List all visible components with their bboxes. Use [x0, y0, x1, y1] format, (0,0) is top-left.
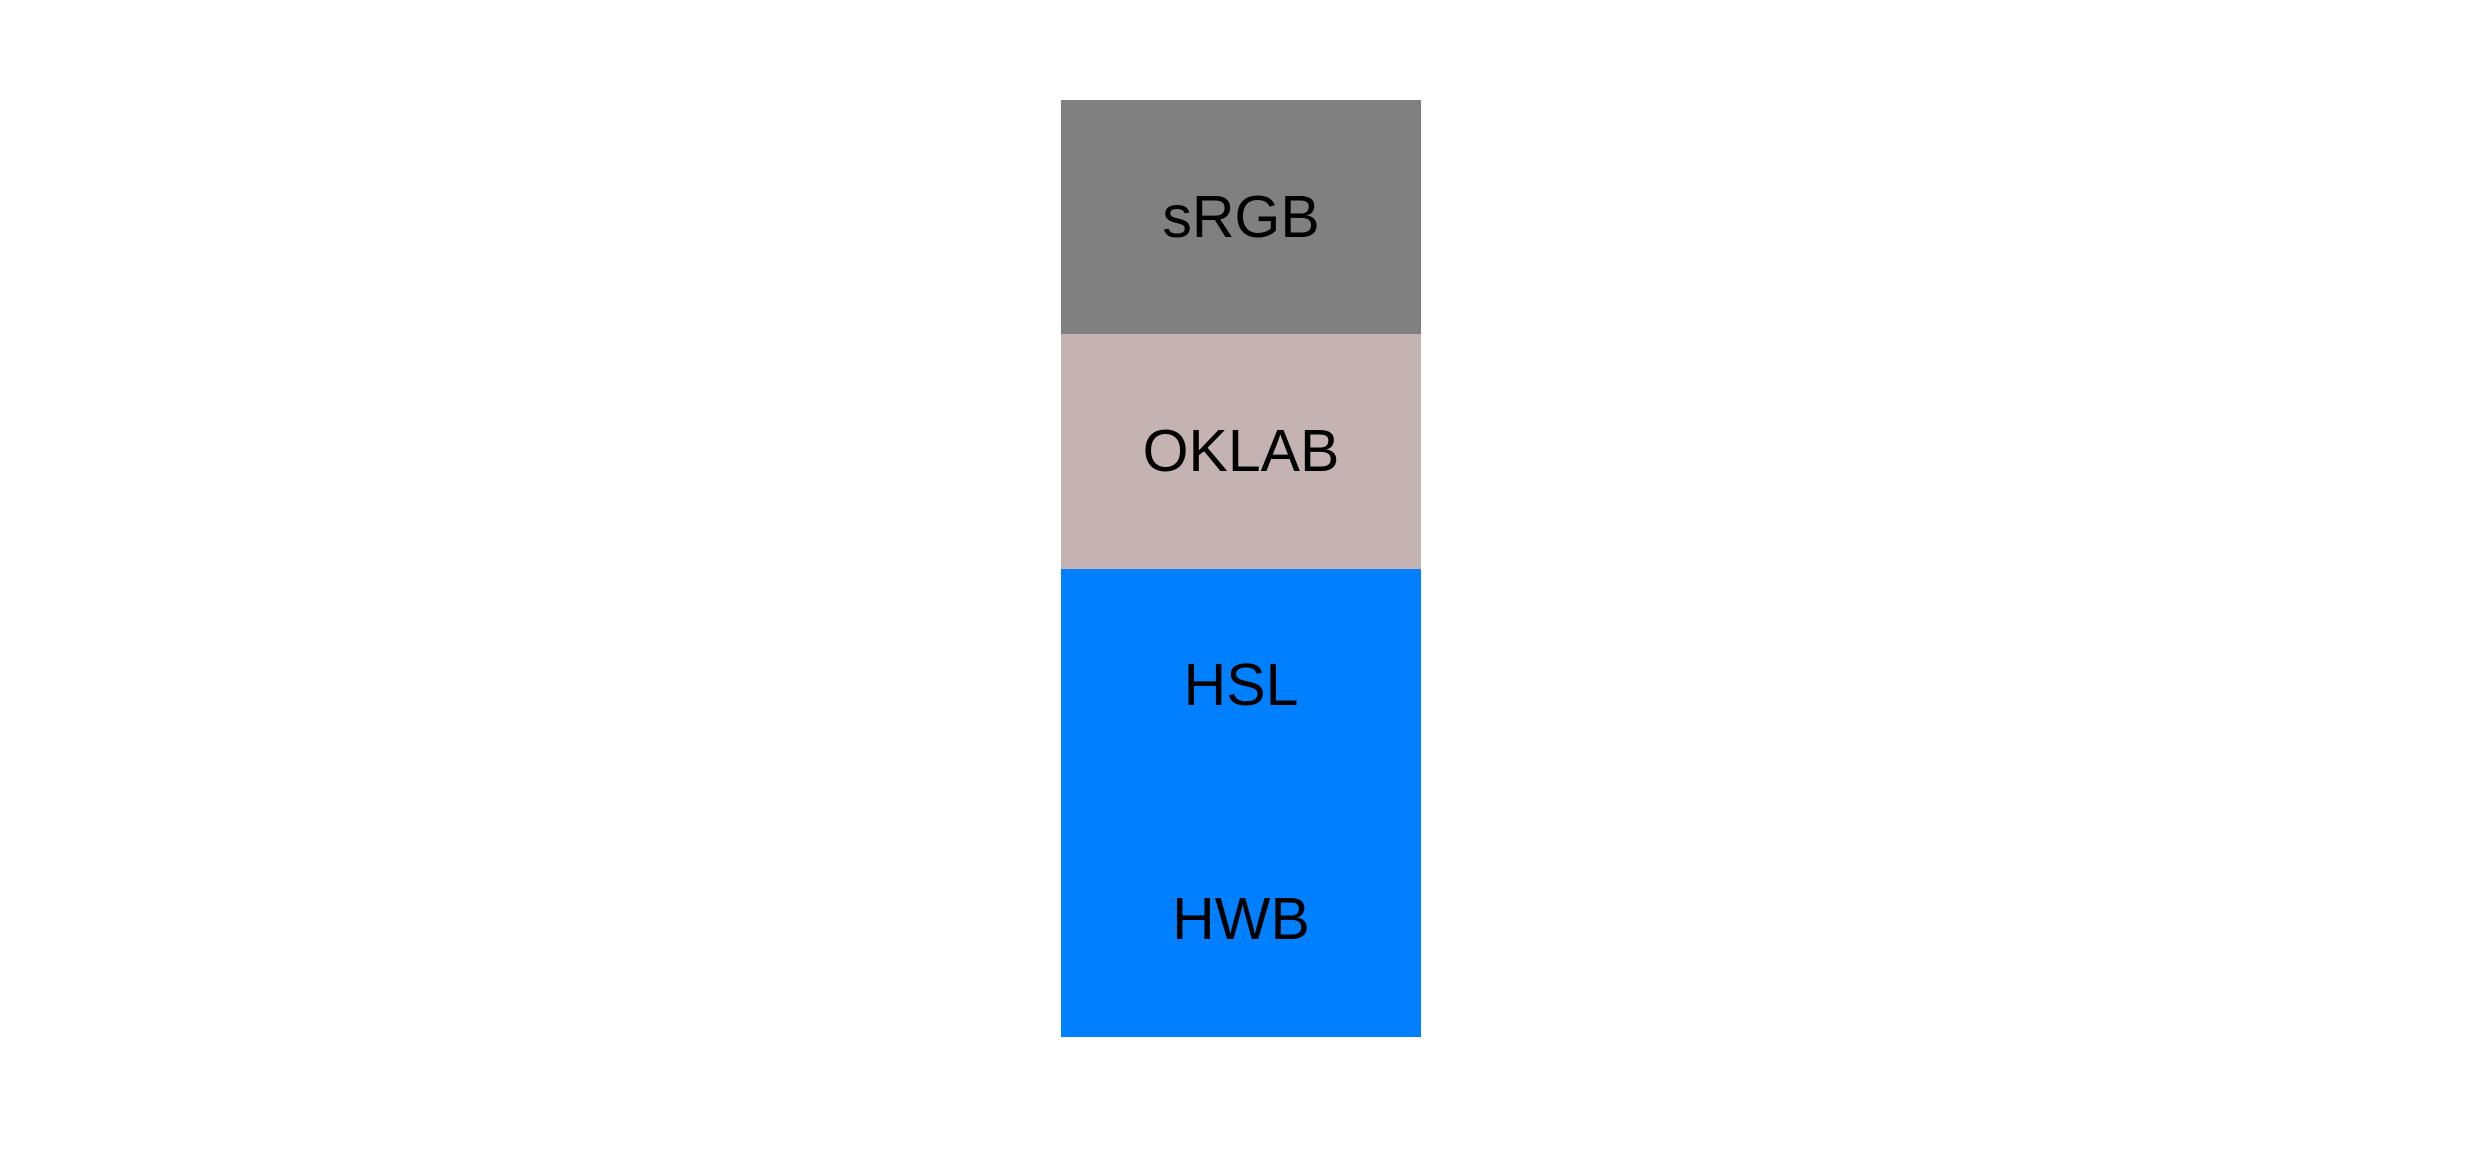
swatch-hsl-label: HSL: [1183, 652, 1299, 719]
swatch-hwb-label: HWB: [1172, 886, 1310, 953]
swatch-hwb: HWB: [1061, 802, 1421, 1037]
swatch-hsl: HSL: [1061, 568, 1421, 803]
swatch-oklab-label: OKLAB: [1142, 417, 1340, 484]
swatch-srgb: sRGB: [1061, 100, 1421, 335]
color-space-swatch-stack: sRGB OKLAB HSL HWB: [1061, 100, 1421, 1037]
swatch-srgb-label: sRGB: [1162, 183, 1320, 250]
swatch-oklab: OKLAB: [1061, 334, 1421, 569]
